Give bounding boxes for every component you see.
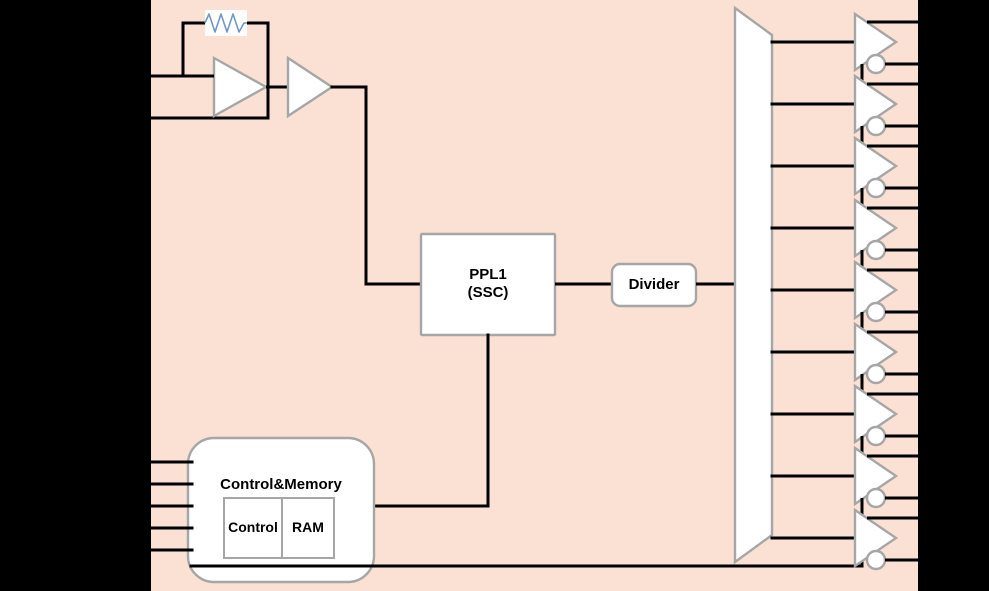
output-buffer-1[interactable] bbox=[853, 11, 918, 88]
output-buffer-2-bubble-icon bbox=[865, 115, 887, 137]
output-buffer-3[interactable] bbox=[853, 135, 918, 212]
output-buffer-7-bubble-icon bbox=[865, 425, 887, 447]
clock-mux-trapezoid[interactable] bbox=[733, 5, 774, 565]
output-buffer-5-bubble-icon bbox=[865, 301, 887, 323]
output-buffer-9[interactable] bbox=[853, 507, 918, 571]
mux-output-feeds bbox=[770, 40, 857, 540]
ram-subblock[interactable] bbox=[281, 497, 335, 559]
osc-buffer-triangle bbox=[286, 55, 335, 119]
divider-block[interactable] bbox=[610, 262, 698, 308]
output-buffer-8[interactable] bbox=[853, 445, 918, 522]
output-buffer-9-bubble-icon bbox=[865, 549, 887, 571]
output-buffer-7[interactable] bbox=[853, 383, 918, 460]
output-buffer-1-bubble-icon bbox=[865, 53, 887, 75]
output-buffer-4[interactable] bbox=[853, 197, 918, 274]
resistor-zigzag-icon bbox=[204, 13, 247, 33]
output-buffer-4-bubble-icon bbox=[865, 239, 887, 261]
crystal-amplifier-triangle bbox=[212, 55, 269, 119]
output-buffer-6-bubble-icon bbox=[865, 363, 887, 385]
pll-block[interactable] bbox=[419, 232, 557, 337]
output-buffer-5[interactable] bbox=[853, 259, 918, 336]
output-buffer-8-bubble-icon bbox=[865, 487, 887, 509]
control-subblock[interactable] bbox=[223, 497, 283, 559]
output-buffer-3-bubble-icon bbox=[865, 177, 887, 199]
output-buffer-2[interactable] bbox=[853, 73, 918, 150]
output-buffer-6[interactable] bbox=[853, 321, 918, 398]
